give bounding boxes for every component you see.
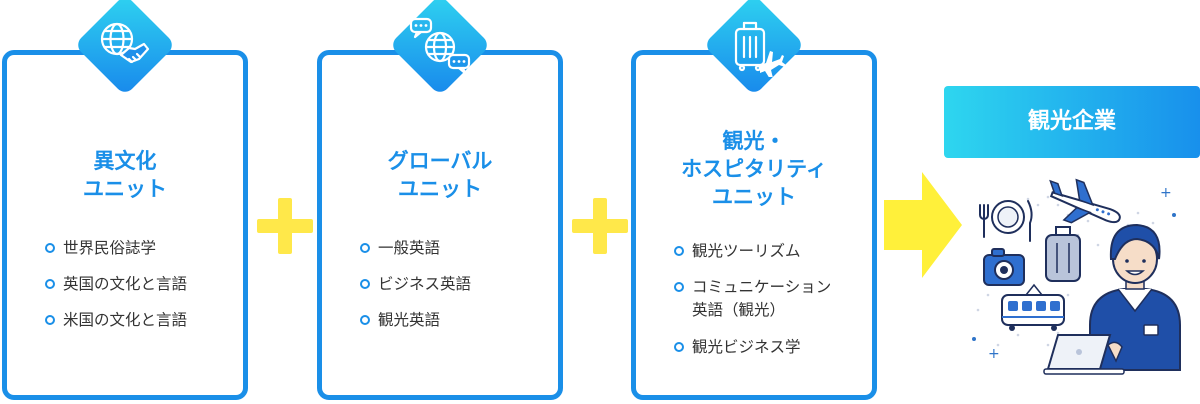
svg-text:+: + <box>988 346 1000 362</box>
suitcase-plane-icon <box>734 21 786 77</box>
svg-text:+: + <box>1160 185 1172 201</box>
unit-title: 観光・ ホスピタリティ ユニット <box>681 129 827 209</box>
tourism-worker-illustration: + + <box>972 178 1181 375</box>
globe-handshake-icon <box>100 22 150 64</box>
list-item: 観光英語 <box>360 302 550 338</box>
list-item: 一般英語 <box>360 230 550 266</box>
unit-title: 異文化 ユニット <box>83 149 167 201</box>
course-list: 観光ツーリズム コミュニケーション英語（観光） 観光ビジネス学 <box>674 233 864 365</box>
list-item: ビジネス英語 <box>360 266 550 302</box>
list-item: 米国の文化と言語 <box>45 302 235 338</box>
list-item: 観光ツーリズム <box>674 233 864 269</box>
globe-chat-icon <box>409 17 471 75</box>
list-item: 世界民俗誌学 <box>45 230 235 266</box>
plus-icon <box>572 198 628 254</box>
unit-card-tourism: 観光・ ホスピタリティ ユニット 観光ツーリズム コミュニケーション英語（観光）… <box>631 0 877 400</box>
unit-card-intercultural: 異文化 ユニット 世界民俗誌学 英国の文化と言語 米国の文化と言語 <box>2 0 248 400</box>
arrow-right-icon <box>884 172 962 278</box>
unit-title: グローバル ユニット <box>387 149 493 201</box>
list-item: 英国の文化と言語 <box>45 266 235 302</box>
result-tourism-companies: 観光企業 <box>944 86 1200 158</box>
list-item: 観光ビジネス学 <box>674 329 864 365</box>
course-list: 一般英語 ビジネス英語 観光英語 <box>360 230 550 338</box>
plus-icon <box>257 198 313 254</box>
unit-card-global: グローバル ユニット 一般英語 ビジネス英語 観光英語 <box>317 0 563 400</box>
course-list: 世界民俗誌学 英国の文化と言語 米国の文化と言語 <box>45 230 235 338</box>
list-item: コミュニケーション英語（観光） <box>674 269 864 321</box>
